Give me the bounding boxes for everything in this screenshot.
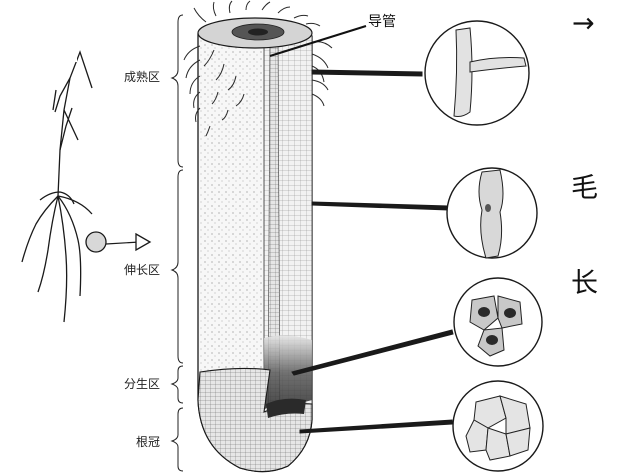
detail-root-hair-cell [425, 21, 529, 125]
detail-root-cap-cells [453, 381, 543, 471]
side-char-mao: 毛 [571, 175, 598, 202]
side-char-zhang: 长 [571, 270, 598, 297]
vessel-label: 导管 [368, 14, 396, 30]
seedling-blank-patch [55, 40, 77, 62]
zone-label-meristem: 分生区 [124, 377, 160, 391]
detail-elongation-cell [447, 168, 537, 258]
side-arrow: → [572, 10, 595, 37]
zone-label-elongation: 伸长区 [124, 263, 160, 277]
root-section [198, 18, 312, 472]
leader-lines [292, 70, 453, 433]
bottom-left-blank-patch [38, 383, 122, 445]
seedling-illustration [22, 52, 150, 322]
zone-label-maturation: 成熟区 [124, 69, 160, 84]
zone-braces [172, 15, 183, 471]
zone-label-root-cap: 根冠 [136, 435, 160, 449]
detail-meristem-cells [454, 278, 542, 366]
